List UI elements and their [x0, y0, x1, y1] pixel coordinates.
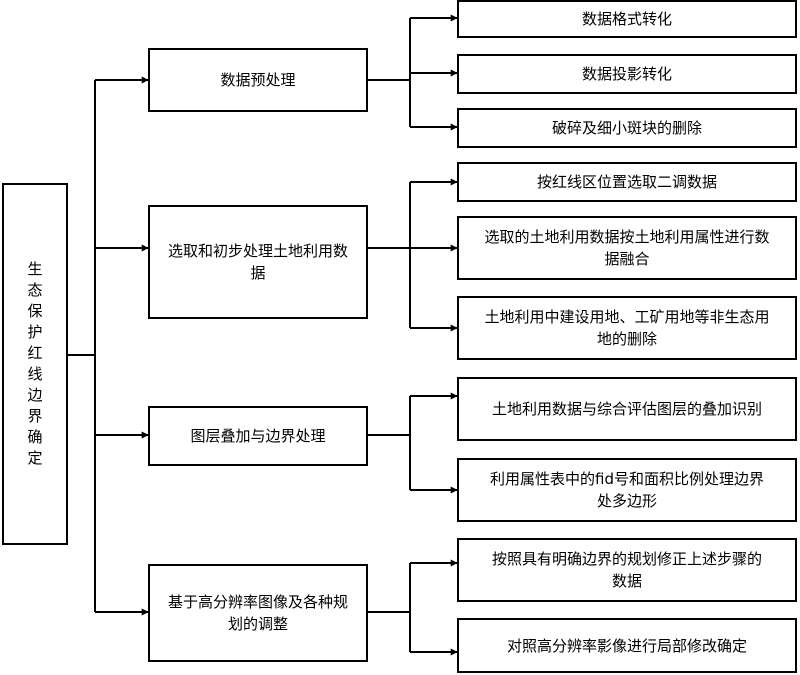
leaf-label: 土地利用中建设用地、工矿用地等非生态用地的删除: [484, 308, 770, 348]
leaf-node-attribute-fusion: 选取的土地利用数据按土地利用属性进行数据融合: [457, 216, 797, 280]
group-node-data-preprocessing: 数据预处理: [148, 48, 368, 112]
leaf-node-plan-correction: 按照具有明确边界的规划修正上述步骤的数据: [457, 538, 797, 602]
leaf-label: 按照具有明确边界的规划修正上述步骤的数据: [491, 550, 762, 590]
group-node-high-resolution-adjustment: 基于高分辨率图像及各种规划的调整: [148, 564, 368, 662]
group-label: 基于高分辨率图像及各种规划的调整: [167, 593, 348, 633]
leaf-label: 数据投影转化: [581, 65, 672, 83]
leaf-label: 对照高分辨率影像进行局部修改确定: [506, 636, 747, 655]
leaf-label: 数据格式转化: [581, 10, 672, 28]
leaf-node-boundary-polygon: 利用属性表中的fid号和面积比例处理边界处多边形: [457, 458, 797, 522]
leaf-label: 选取的土地利用数据按土地利用属性进行数据融合: [484, 228, 770, 268]
group-label: 选取和初步处理土地利用数据: [167, 242, 348, 282]
leaf-label: 按红线区位置选取二调数据: [536, 173, 717, 191]
leaf-node-projection-conversion: 数据投影转化: [457, 54, 797, 94]
leaf-label: 利用属性表中的fid号和面积比例处理边界处多边形: [490, 470, 764, 510]
leaf-node-fragment-removal: 破碎及细小斑块的删除: [457, 108, 797, 148]
leaf-node-overlay-identification: 土地利用数据与综合评估图层的叠加识别: [457, 377, 797, 441]
leaf-node-non-ecological-removal: 土地利用中建设用地、工矿用地等非生态用地的删除: [457, 296, 797, 360]
group-node-layer-overlay: 图层叠加与边界处理: [148, 406, 368, 466]
root-label: 生态保护红线边界确定: [27, 260, 43, 467]
group-label: 数据预处理: [220, 71, 296, 89]
leaf-node-select-survey-data: 按红线区位置选取二调数据: [457, 162, 797, 202]
group-node-land-use-selection: 选取和初步处理土地利用数据: [148, 205, 368, 319]
group-label: 图层叠加与边界处理: [190, 427, 326, 445]
leaf-label: 土地利用数据与综合评估图层的叠加识别: [491, 400, 762, 418]
leaf-node-local-modification: 对照高分辨率影像进行局部修改确定: [457, 618, 797, 673]
leaf-node-format-conversion: 数据格式转化: [457, 0, 797, 38]
root-node: 生态保护红线边界确定: [2, 183, 68, 545]
leaf-label: 破碎及细小斑块的删除: [551, 119, 702, 137]
